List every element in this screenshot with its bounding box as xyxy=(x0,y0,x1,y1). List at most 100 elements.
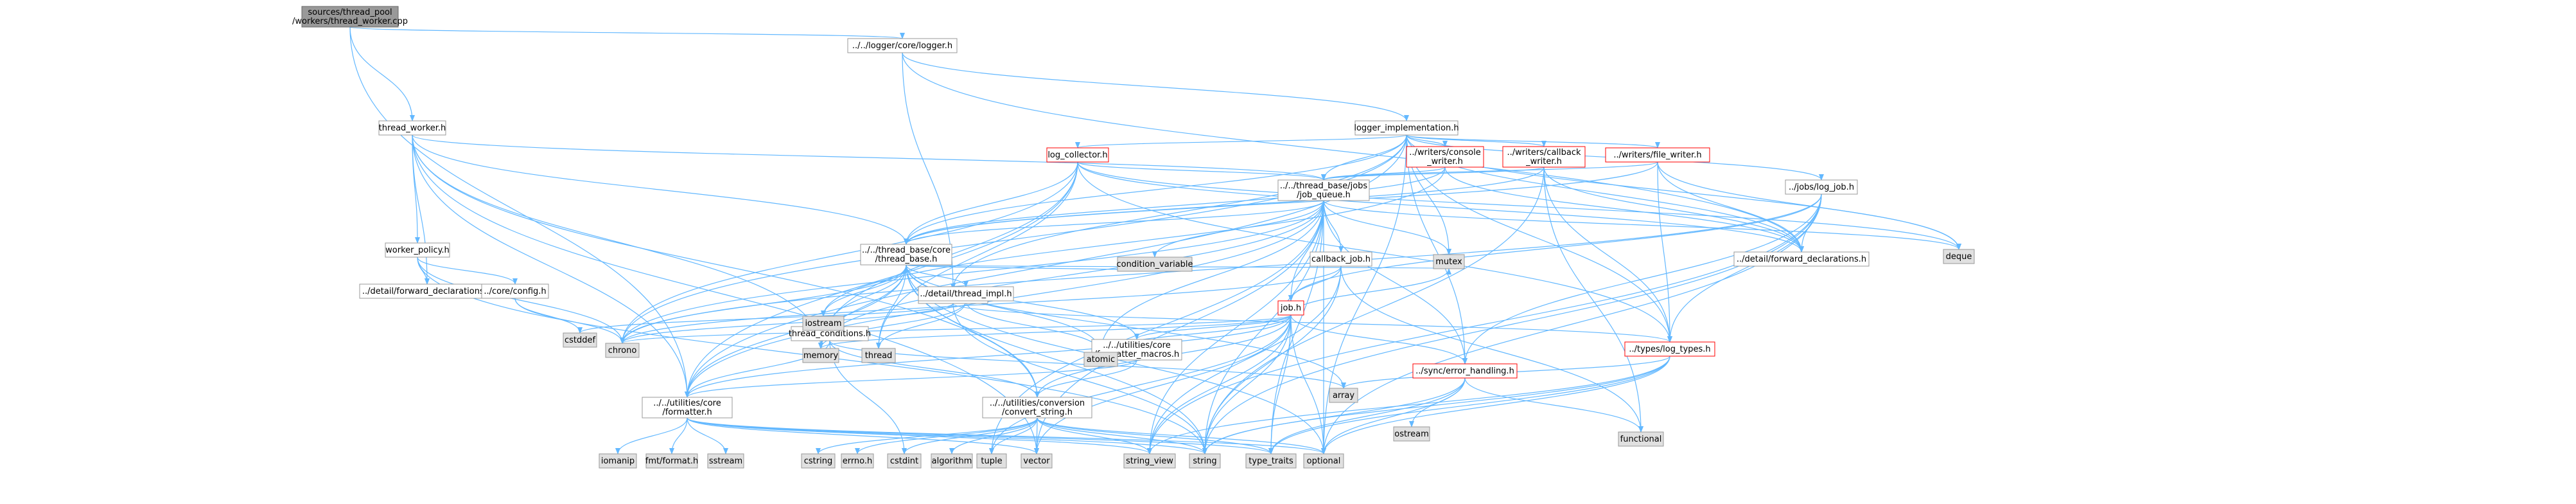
edge-file_writer-to-log_types xyxy=(1657,161,1672,343)
node-chrono: chrono xyxy=(605,343,640,358)
node-label: ../writers/callback xyxy=(1507,148,1581,158)
edge-formatter_macros-to-convert_string xyxy=(1035,359,1137,398)
node-label: ../writers/file_writer.h xyxy=(1613,150,1701,160)
node-box xyxy=(605,343,640,358)
edge-logger_h-to-logger_impl xyxy=(902,52,1409,122)
node-algorithm: algorithm xyxy=(931,453,973,469)
node-label: ../sync/error_handling.h xyxy=(1415,366,1514,376)
node-job-h[interactable]: job.h xyxy=(1277,300,1304,316)
edge-thread_base-to-convert_string xyxy=(906,264,1040,398)
edge-thread_base-to-iostream xyxy=(821,264,907,317)
node-box xyxy=(1943,249,1975,264)
edge-log_job-to-job_h xyxy=(1288,194,1822,302)
node-logger-h[interactable]: ../../logger/core/logger.h xyxy=(847,38,958,53)
node-mutex: mutex xyxy=(1433,254,1465,269)
edge-thread_base-to-chrono xyxy=(620,264,907,344)
edge-core_config_b-to-string xyxy=(952,303,1207,455)
edge-job_h-to-string xyxy=(1202,314,1292,455)
node-thread-worker-h[interactable]: thread_worker.h xyxy=(378,120,446,136)
node-box xyxy=(1083,352,1118,367)
node-box xyxy=(1412,363,1518,379)
edge-log_collector-to-deque xyxy=(1077,161,1961,250)
node-label: log_collector.h xyxy=(1047,150,1107,160)
edge-callback_writer-to-fwd_decl_right xyxy=(1543,166,1804,253)
node-box xyxy=(1189,453,1221,469)
node-fwd-decl-right[interactable]: ../detail/forward_declarations.h xyxy=(1733,251,1870,267)
edge-logger_impl-to-thread_base xyxy=(904,134,1407,245)
node-label: callback_job.h xyxy=(1311,255,1371,264)
node-label: optional xyxy=(1307,456,1341,466)
node-label: atomic xyxy=(1087,355,1115,364)
edge-job_h-to-error_handling xyxy=(1290,314,1468,364)
node-console-writer[interactable]: ../writers/console_writer.h xyxy=(1406,146,1484,168)
node-box xyxy=(563,332,597,348)
edge-convert_string-to-tuple xyxy=(989,417,1038,455)
node-fmt-format: fmt/format.h xyxy=(645,453,698,469)
node-box xyxy=(301,6,399,28)
edge-callback_writer-to-thread_base xyxy=(904,166,1545,245)
node-core-config-a[interactable]: ../core/config.h xyxy=(481,284,549,299)
node-root[interactable]: sources/thread_pool/workers/thread_worke… xyxy=(292,6,408,28)
node-logger-impl[interactable]: logger_implementation.h xyxy=(1354,120,1459,136)
node-box xyxy=(481,284,549,299)
edge-core_config_a-to-chrono xyxy=(514,298,625,344)
edge-job_h-to-chrono xyxy=(620,314,1292,344)
node-box xyxy=(801,453,836,469)
node-label: ../detail/forward_declarations.h xyxy=(362,287,492,296)
edge-formatter_h-to-optional xyxy=(687,417,1326,455)
node-label: ../../utilities/conversion xyxy=(990,399,1085,408)
node-box xyxy=(1785,179,1858,195)
edge-job_h-to-vector xyxy=(1034,314,1292,455)
node-fwd-decl-left[interactable]: ../detail/forward_declarations.h xyxy=(359,284,495,299)
node-box xyxy=(1123,453,1176,469)
node-error-handling[interactable]: ../sync/error_handling.h xyxy=(1412,363,1518,379)
node-label: /thread_base.h xyxy=(875,255,938,264)
node-job-queue[interactable]: ../../thread_base/jobs/job_queue.h xyxy=(1277,179,1370,201)
node-thread-impl[interactable]: ../detail/thread_impl.h xyxy=(918,286,1014,302)
node-log-collector[interactable]: log_collector.h xyxy=(1046,147,1109,163)
node-convert-string[interactable]: ../../utilities/conversion/convert_strin… xyxy=(982,397,1092,419)
edge-formatter_h-to-fmt_format xyxy=(669,417,688,455)
node-callback-job[interactable]: callback_job.h xyxy=(1310,251,1372,267)
node-deque: deque xyxy=(1943,249,1975,264)
node-box xyxy=(847,38,958,53)
node-label: ../detail/forward_declarations.h xyxy=(1737,255,1866,264)
node-thread-base[interactable]: ../../thread_base/core/thread_base.h xyxy=(860,244,952,266)
node-box xyxy=(982,397,1092,419)
edge-job_queue-to-thread_base xyxy=(904,200,1324,245)
node-box xyxy=(887,453,922,469)
edge-file_writer-to-job_queue xyxy=(1321,161,1658,181)
node-sstream: sstream xyxy=(707,453,744,469)
node-string: string xyxy=(1189,453,1221,469)
edge-console_writer-to-thread_base xyxy=(904,166,1446,245)
node-box xyxy=(931,453,973,469)
edge-root-to-thread_worker_h xyxy=(349,26,415,122)
node-label: vector xyxy=(1023,456,1050,466)
node-log-types[interactable]: ../types/log_types.h xyxy=(1624,341,1715,357)
node-label: sources/thread_pool xyxy=(308,8,392,17)
node-formatter-h[interactable]: ../../utilities/core/formatter.h xyxy=(642,397,733,419)
edge-job_queue-to-deque xyxy=(1323,200,1961,250)
node-box xyxy=(802,316,845,331)
edge-log_types-to-type_traits xyxy=(1268,356,1670,455)
edge-formatter_h-to-iomanip xyxy=(615,417,688,455)
node-box xyxy=(1303,453,1344,469)
edge-thread_worker_h-to-memory xyxy=(412,134,823,349)
node-log-job[interactable]: ../jobs/log_job.h xyxy=(1785,179,1858,195)
edge-callback_job-to-job_h xyxy=(1288,266,1342,302)
edge-callback_writer-to-log_types xyxy=(1543,166,1672,343)
edge-log_types-to-optional xyxy=(1321,356,1670,455)
edge-convert_string-to-algorithm xyxy=(949,417,1038,455)
node-box xyxy=(707,453,744,469)
node-box xyxy=(1021,453,1053,469)
node-callback-writer[interactable]: ../writers/callback_writer.h xyxy=(1502,146,1586,168)
node-string-view: string_view xyxy=(1123,453,1176,469)
edge-log_types-to-string_view xyxy=(1147,356,1670,455)
node-label: deque xyxy=(1946,252,1972,262)
node-file-writer[interactable]: ../writers/file_writer.h xyxy=(1605,147,1710,163)
node-worker-policy[interactable]: worker_policy.h xyxy=(385,242,450,258)
node-box xyxy=(802,348,839,363)
edge-job_queue-to-type_traits xyxy=(1268,200,1324,455)
node-label: memory xyxy=(803,351,839,361)
